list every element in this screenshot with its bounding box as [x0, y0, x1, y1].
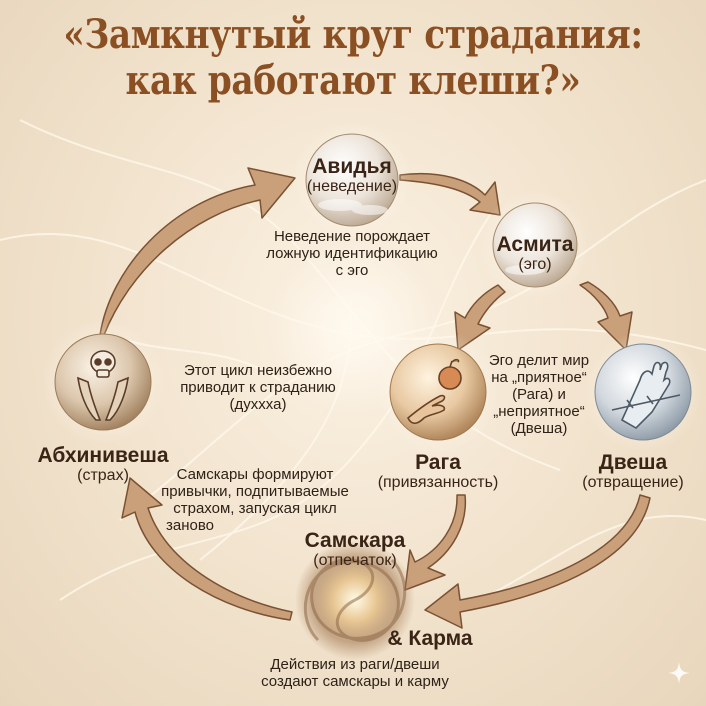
hand-reaching-apple-icon [407, 358, 462, 425]
desc-karma: Действия из раги/двеши создают самскары … [261, 656, 449, 690]
cycle-arrows [99, 167, 651, 629]
node-raga-sub: (привязанность) [377, 474, 499, 491]
node-samskara-name: Самскара [304, 529, 406, 552]
desc-abhinivesha: Этот цикл неизбежно приводит к страданию… [180, 362, 336, 413]
node-dvesha-name: Двеша [598, 451, 668, 474]
node-karma-name: & Карма [387, 627, 473, 650]
orb-raga [389, 343, 487, 441]
node-raga: Рага (привязанность) [368, 452, 508, 492]
node-dvesha: Двеша (отвращение) [568, 452, 698, 492]
node-karma: & Карма [380, 628, 480, 650]
node-asmita-name: Асмита [496, 233, 574, 256]
node-asmita: Асмита (эго) [485, 234, 585, 274]
node-abhinivesha-name: Абхинивеша [37, 444, 169, 467]
title-line-1: «Замкнутый круг страдания: [63, 11, 643, 58]
sparkle-icon [668, 662, 690, 684]
desc-samskara: Самскары формируют привычки, подпитываем… [161, 466, 349, 534]
node-samskara-sub: (отпечаток) [313, 552, 397, 569]
node-abhinivesha: Абхинивеша (страх) [33, 445, 173, 485]
arrow-samskara-to-abhinivesha [121, 477, 293, 621]
node-abhinivesha-sub: (страх) [77, 467, 129, 484]
arrow-dvesha-to-karma [424, 494, 651, 629]
page-title: «Замкнутый круг страдания: как работают … [0, 12, 706, 104]
skull-hands-icon [77, 350, 129, 421]
node-avidya-name: Авидья [312, 155, 392, 178]
node-avidya-sub: (неведение) [306, 178, 398, 195]
node-samskara: Самскара (отпечаток) [300, 530, 410, 570]
arrow-raga-to-samskara [404, 494, 467, 591]
arrow-asmita-to-raga [454, 284, 506, 351]
title-line-2: как работают клеши?» [125, 57, 581, 104]
desc-avidya: Неведение порождает ложную идентификацию… [266, 228, 438, 279]
spiral-vortex-icon [295, 540, 415, 660]
node-avidya: Авидья (неведение) [292, 156, 412, 196]
node-dvesha-sub: (отвращение) [582, 474, 684, 491]
orb-abhinivesha [54, 333, 152, 431]
arrow-avidya-to-asmita [399, 172, 501, 216]
arrow-asmita-to-dvesha [579, 281, 633, 351]
hand-barbed-wire-icon [611, 361, 681, 429]
node-raga-name: Рага [415, 451, 461, 474]
node-asmita-sub: (эго) [518, 256, 552, 273]
desc-asmita: Эго делит мир на „приятное“ (Рага) и „не… [488, 352, 590, 437]
